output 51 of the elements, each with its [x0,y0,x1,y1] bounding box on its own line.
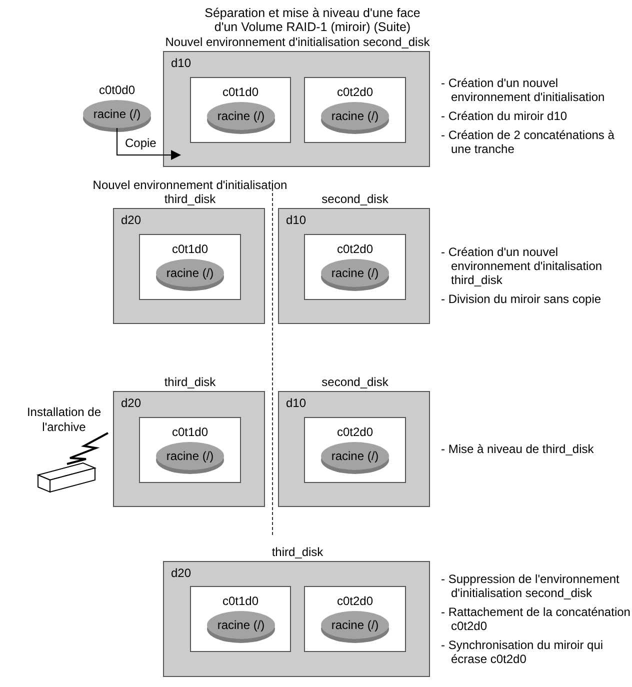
step-note: - Synchronisation du miroir qui écrase c0t2d0 [441,638,604,666]
arrow [116,128,181,160]
environment-heading: Nouvel environnement d'initialisation third_disk [92,178,288,206]
step-note: - Création du miroir d10 [441,109,568,123]
slice-label: racine (/) [93,107,141,121]
disk-label: c0t0d0 [98,83,136,97]
step-note: - Suppression de l'environnement d'initialisation second_disk [441,572,620,600]
slice-label: racine (/) [331,449,379,463]
slice-ellipse [207,611,275,639]
slice-ellipse [321,102,389,130]
volume-label: d20 [121,213,142,227]
diagram-title: Séparation et mise à niveau d'une face d'un Volume RAID-1 (miroir) (Suite) [204,6,422,34]
disk-label: c0t1d0 [221,85,260,99]
slice-ellipse [321,442,389,470]
environment-heading: Nouvel environnement d'initialisation second_disk [164,35,431,49]
slice-ellipse [321,611,389,639]
environment-heading: third_disk [163,375,217,389]
slice-ellipse [321,259,389,287]
slice-label: racine (/) [166,449,214,463]
step-note: - Création d'un nouvel environnement d'initialisation [441,76,606,104]
environment-heading: second_disk [320,375,390,389]
step-note: - Création d'un nouvel environnement d'initalisation third_disk [441,245,604,287]
note: Installation de l'archive [26,405,102,435]
disk-label: c0t1d0 [221,594,260,608]
volume-label: d10 [286,396,306,410]
disk-label: c0t2d0 [336,242,374,256]
slice-label: racine (/) [217,618,265,632]
volume-label: d10 [171,56,192,70]
volume-label: d10 [286,213,306,227]
step-note: - Création de 2 concaténations à une tranche [441,128,616,156]
step-note: - Mise à niveau de third_disk [441,442,595,456]
disk-label: c0t2d0 [336,594,374,608]
edge-label: Copie [123,136,158,150]
slice-label: racine (/) [166,266,214,280]
disk-label: c0t1d0 [170,242,210,256]
slice-label: racine (/) [331,266,379,280]
slice-label: racine (/) [217,109,265,123]
disk-label: c0t1d0 [170,425,210,439]
volume-label: d20 [171,566,192,580]
slice-label: racine (/) [331,618,379,632]
disk-label: c0t2d0 [336,85,374,99]
slice-ellipse [156,442,224,470]
slice-label: racine (/) [331,109,379,123]
volume-label: d20 [121,396,142,410]
environment-heading: third_disk [270,545,324,559]
disk-label: c0t2d0 [336,425,374,439]
environment-heading: second_disk [320,192,390,206]
slice-ellipse [207,102,275,130]
slice-ellipse [156,259,224,287]
step-note: - Rattachement de la concaténation c0t2d0 [441,605,631,633]
step-note: - Division du miroir sans copie [441,292,602,306]
